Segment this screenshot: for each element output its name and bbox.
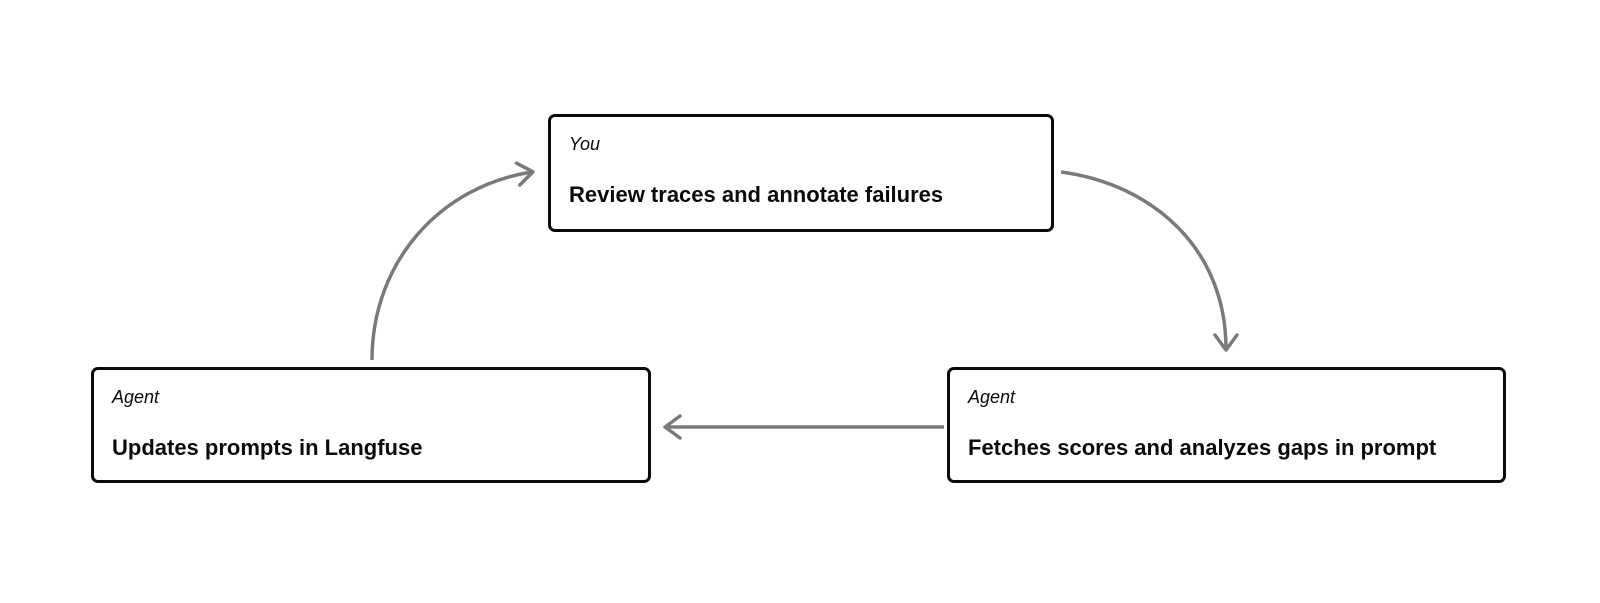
node-actor-label: Agent (112, 387, 160, 407)
node-agent-updates-prompts: Agent Updates prompts in Langfuse (91, 367, 651, 483)
node-action-text: Fetches scores and analyzes gaps in prom… (968, 435, 1437, 460)
node-action-text: Updates prompts in Langfuse (112, 435, 423, 460)
node-you-review-traces: You Review traces and annotate failures (548, 114, 1054, 232)
arrow-review-to-fetch (1060, 170, 1239, 352)
arrow-update-to-review (370, 161, 535, 361)
node-actor-label: Agent (968, 387, 1016, 407)
node-action-text: Review traces and annotate failures (569, 182, 944, 207)
node-agent-fetches-scores: Agent Fetches scores and analyzes gaps i… (947, 367, 1506, 483)
node-actor-label: You (569, 134, 601, 154)
